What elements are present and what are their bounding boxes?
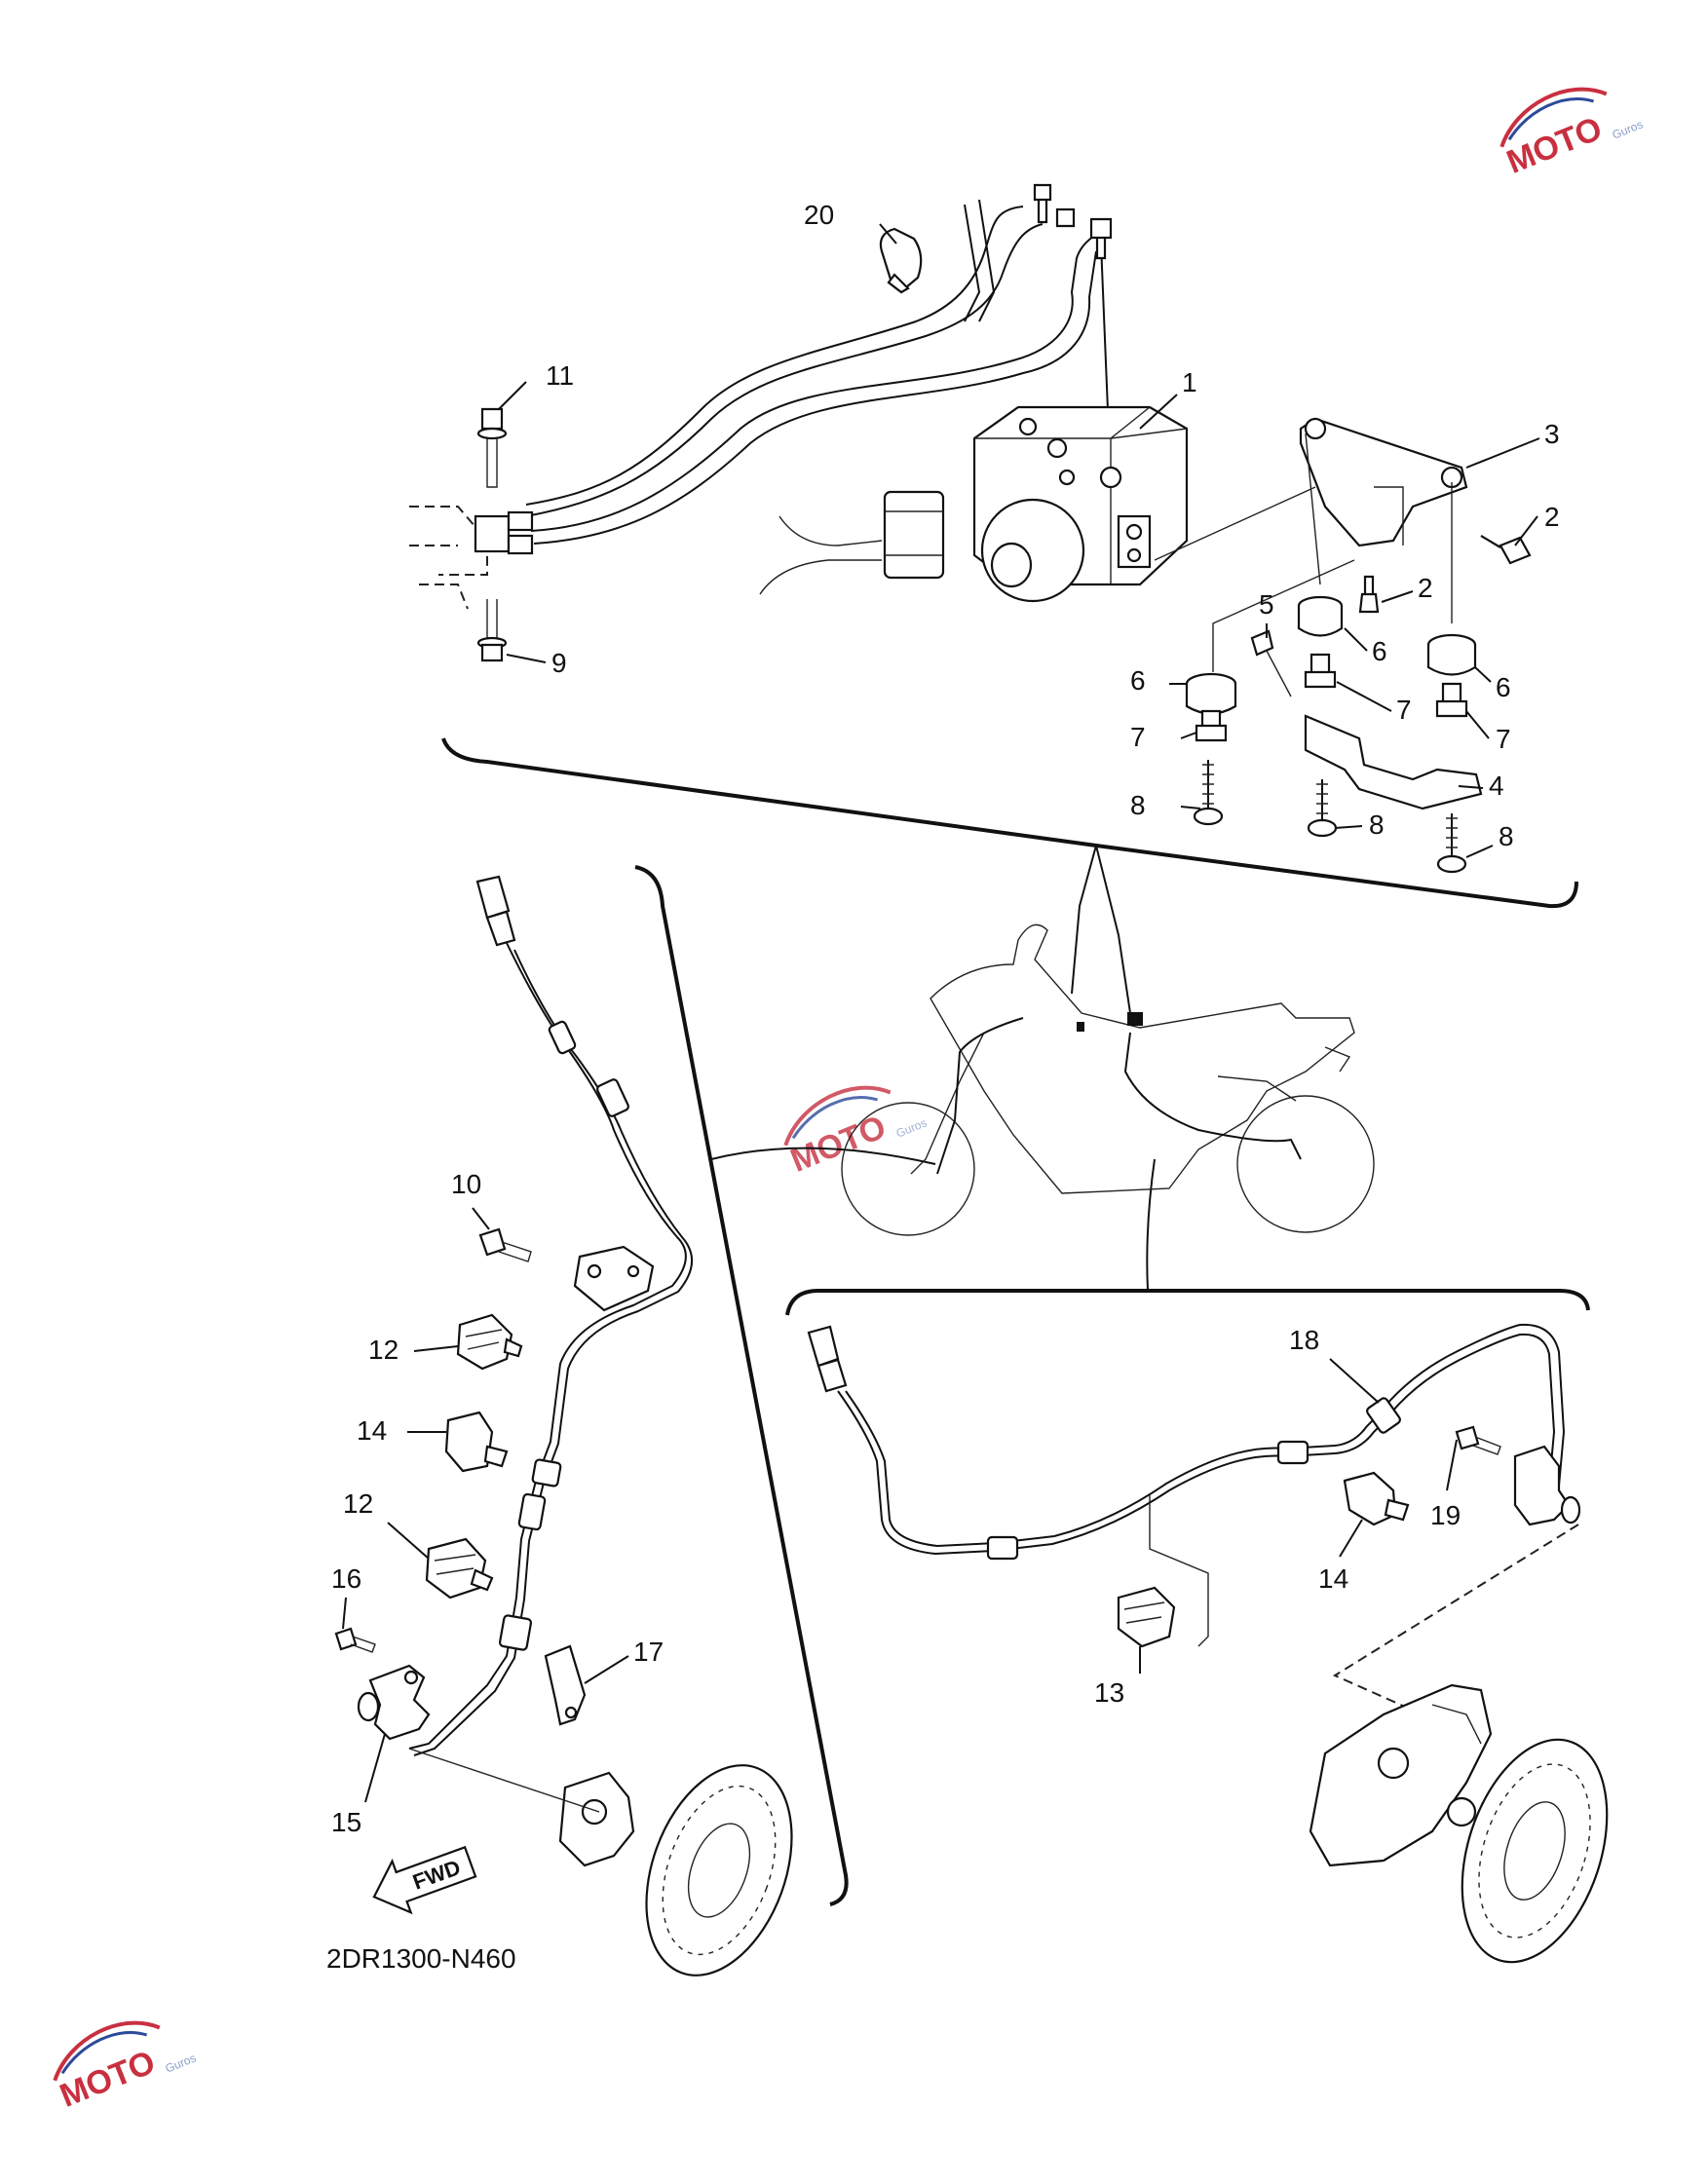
bolt-2-right	[1480, 535, 1532, 565]
grommet-6-left	[1185, 672, 1237, 715]
bolt-11	[476, 407, 508, 488]
watermark-top-right: MOTO Guros	[1499, 87, 1646, 181]
callout-13: 13	[1094, 1677, 1124, 1708]
clamp-12-upper	[456, 1313, 523, 1371]
callout-2-middle: 2	[1418, 573, 1433, 603]
callout-7-left: 7	[1130, 722, 1146, 752]
callout-8-right: 8	[1499, 821, 1514, 851]
callout-7-middle: 7	[1396, 695, 1412, 725]
watermark-sub: Guros	[1611, 117, 1646, 141]
callout-9: 9	[551, 648, 567, 678]
watermark-middle: MOTO Guros	[783, 1085, 930, 1180]
callout-11: 11	[546, 360, 574, 391]
callout-15: 15	[331, 1807, 361, 1837]
clamp-12-lower	[425, 1537, 494, 1600]
front-sensor-connector	[475, 875, 511, 920]
abs-connector	[883, 490, 945, 580]
abs-assembly	[409, 183, 1532, 874]
callout-17: 17	[633, 1637, 664, 1667]
callout-6-left: 6	[1130, 665, 1146, 696]
callout-3: 3	[1544, 419, 1560, 449]
front-wheel	[841, 1102, 975, 1236]
front-sensor-assembly: FWD	[334, 875, 793, 1977]
bolt-19	[1455, 1425, 1501, 1455]
collar-7-right	[1435, 682, 1468, 718]
bolt-8-right	[1436, 813, 1467, 874]
watermark-sub: Guros	[164, 2051, 199, 2075]
clamp-14-front	[444, 1411, 509, 1473]
bolt-2-middle	[1358, 575, 1380, 614]
front-sensor-rotor	[645, 1764, 793, 1977]
collar-7-middle	[1304, 653, 1337, 689]
callout-leaders	[342, 223, 1540, 1803]
rear-sensor-connector	[807, 1325, 840, 1368]
bolt-16	[334, 1627, 376, 1653]
callout-12-upper: 12	[368, 1335, 399, 1365]
bolt-5	[1250, 629, 1274, 657]
callout-2-right: 2	[1544, 502, 1560, 532]
rear-wheel	[1236, 1095, 1375, 1233]
motorcycle-outline	[841, 923, 1375, 1236]
abs-hydraulic-unit	[972, 405, 1189, 603]
callout-8-left: 8	[1130, 790, 1146, 820]
callout-numbers: 1 2 2 3 4 5 6 6 6 7 7 7 8 8 8 9 10 11 12…	[331, 200, 1560, 1837]
callout-20: 20	[804, 200, 834, 230]
bolt-9	[476, 599, 508, 662]
callout-14-front: 14	[357, 1415, 387, 1446]
bolt-8-left	[1193, 760, 1224, 826]
front-sensor-frame	[634, 865, 849, 1906]
abs-bracket-lower	[1304, 714, 1483, 810]
grommet-6-middle	[1297, 595, 1344, 637]
callout-4: 4	[1489, 771, 1504, 801]
front-sensor-bracket	[573, 1245, 655, 1312]
callout-19: 19	[1430, 1500, 1461, 1530]
collar-7-left	[1195, 709, 1228, 742]
abs-bracket-upper	[1299, 417, 1468, 547]
watermark-bottom-left: MOTO Guros	[53, 2020, 199, 2115]
diagram-code: 2DR1300-N460	[326, 1943, 516, 1974]
clamp-20	[879, 227, 923, 294]
callout-18: 18	[1289, 1325, 1319, 1355]
bolt-10	[478, 1227, 532, 1262]
clamp-14-rear	[1343, 1471, 1410, 1526]
callout-16: 16	[331, 1563, 361, 1594]
callout-5: 5	[1259, 589, 1274, 620]
front-wheel-sensor	[357, 1664, 431, 1741]
rear-sensor-rotor	[1461, 1738, 1609, 1964]
clamp-13	[1117, 1586, 1176, 1648]
rear-sensor-frame	[785, 1289, 1590, 1316]
bolt-8-middle	[1307, 779, 1338, 838]
fwd-arrow: FWD	[372, 1845, 477, 1915]
watermark-sub: Guros	[894, 1115, 930, 1140]
clip-17	[544, 1644, 587, 1726]
bike-wiring	[936, 1012, 1302, 1175]
rear-sensor-assembly	[807, 1323, 1609, 1964]
grommet-6-right	[1426, 633, 1477, 676]
callout-6-middle: 6	[1372, 636, 1387, 666]
callout-8-middle: 8	[1369, 810, 1385, 840]
abs-section-frame	[441, 737, 1578, 909]
callout-1: 1	[1182, 367, 1197, 397]
callout-10: 10	[451, 1169, 481, 1199]
section-frames	[441, 737, 1590, 1906]
hose-union	[474, 514, 511, 553]
callout-12-lower: 12	[343, 1488, 373, 1519]
callout-6-right: 6	[1496, 672, 1511, 702]
callout-14-rear: 14	[1318, 1563, 1348, 1594]
callout-7-right: 7	[1496, 724, 1511, 754]
